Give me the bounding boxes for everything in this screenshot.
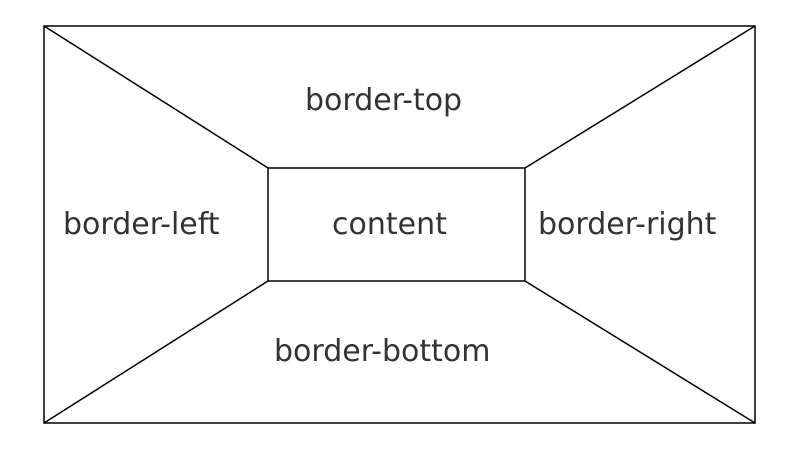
content-box (267, 167, 526, 282)
label-border-top: border-top (305, 83, 463, 118)
outer-box (43, 25, 756, 424)
label-border-left: border-left (63, 207, 220, 242)
diagonal-bottom-left (43, 280, 269, 424)
diagonal-top-right (524, 25, 756, 169)
label-border-right: border-right (538, 207, 717, 242)
diagonal-top-left (43, 25, 269, 169)
diagonal-bottom-right (524, 280, 756, 424)
label-border-bottom: border-bottom (274, 334, 491, 369)
label-content: content (332, 207, 447, 242)
